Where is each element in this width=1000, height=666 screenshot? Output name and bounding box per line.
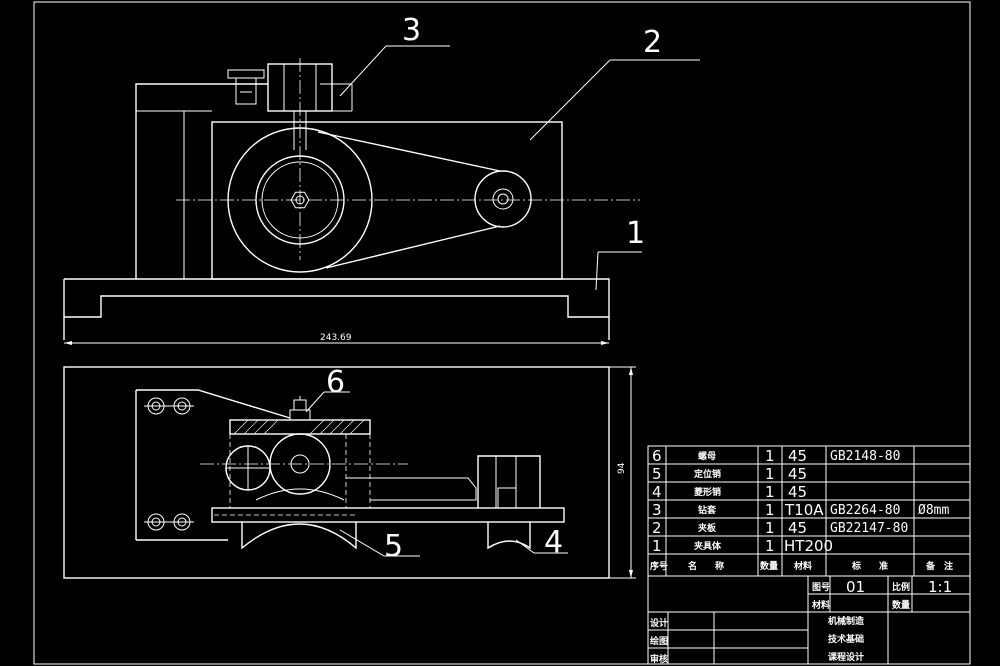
bom-mat: HT200 — [784, 537, 833, 555]
course-line-2: 技术基础 — [828, 633, 864, 645]
quantity-label: 数量 — [892, 599, 910, 611]
bom-no: 5 — [652, 465, 662, 483]
bom-std: GB22147-80 — [830, 521, 908, 536]
title-block: 图号 01 比例 1:1 材料 数量 设计 绘图 审核 机械制造 技术基础 课程… — [647, 575, 971, 665]
bom-qty: 1 — [765, 501, 775, 519]
bom-qty: 1 — [765, 447, 775, 465]
bom-header-name: 名 称 — [688, 560, 724, 572]
callouts-top: 6 5 4 — [305, 365, 568, 564]
bom-row: 2 夹板 1 45 GB22147-80 — [652, 519, 908, 537]
dim-width: 243.69 — [320, 333, 352, 343]
bom-row: 4 菱形销 1 45 — [652, 483, 807, 501]
front-view: 243.69 — [63, 58, 640, 345]
course-line-3: 课程设计 — [828, 651, 864, 663]
review-label: 审核 — [650, 653, 668, 665]
bom-row: 1 夹具体 1 HT200 — [652, 537, 833, 555]
bom-name: 夹具体 — [694, 540, 722, 552]
bom-name: 螺母 — [698, 450, 716, 462]
bom-qty: 1 — [765, 483, 775, 501]
design-label: 设计 — [650, 617, 668, 629]
drawing-border — [33, 1, 971, 665]
bom-mat: 45 — [788, 465, 807, 483]
top-view: 94 — [63, 366, 636, 579]
callout-4: 4 — [544, 525, 563, 560]
bom-qty: 1 — [765, 537, 775, 555]
drawing-no: 01 — [846, 578, 865, 596]
bom-row: 5 定位销 1 45 — [652, 465, 807, 483]
bom-name: 定位销 — [693, 468, 721, 480]
bom-std: GB2264-80 — [830, 503, 900, 518]
bom-mat: T10A — [784, 501, 824, 519]
bom-header-no: 序号 — [650, 560, 668, 572]
course-line-1: 机械制造 — [828, 615, 865, 627]
bom-row: 3 钻套 1 T10A GB2264-80 Ø8mm — [652, 501, 949, 519]
bom-mat: 45 — [788, 447, 807, 465]
bom-header-qty: 数量 — [760, 560, 778, 572]
bom-no: 4 — [652, 483, 662, 501]
bom-header-mat: 材料 — [793, 560, 812, 572]
scale-value: 1:1 — [928, 578, 952, 596]
bom-std: GB2148-80 — [830, 449, 900, 464]
bom-qty: 1 — [765, 519, 775, 537]
bom-header: 序号 名 称 数量 材料 标 准 备 注 — [650, 560, 953, 572]
callout-1: 1 — [626, 216, 645, 251]
bom-header-note: 备 注 — [925, 560, 953, 572]
bom-mat: 45 — [788, 483, 807, 501]
callout-3: 3 — [402, 13, 421, 48]
bom-name: 夹板 — [698, 522, 717, 534]
bom-no: 2 — [652, 519, 662, 537]
callout-5: 5 — [384, 529, 403, 564]
scale-label: 比例 — [892, 581, 910, 593]
bom-note: Ø8mm — [918, 503, 949, 518]
bom-row: 6 螺母 1 45 GB2148-80 — [652, 447, 900, 465]
bom-qty: 1 — [765, 465, 775, 483]
callouts-front: 1 2 3 — [339, 13, 700, 291]
draw-label: 绘图 — [650, 635, 668, 647]
bom-no: 1 — [652, 537, 662, 555]
drawing-no-label: 图号 — [812, 582, 830, 593]
material-label: 材料 — [811, 599, 830, 611]
dim-height: 94 — [617, 462, 627, 474]
callout-2: 2 — [643, 25, 662, 60]
bom-mat: 45 — [788, 519, 807, 537]
callout-6: 6 — [326, 365, 345, 400]
bom-name: 菱形销 — [694, 486, 721, 498]
bom-table: 6 螺母 1 45 GB2148-80 5 定位销 1 45 4 菱形销 1 4… — [647, 445, 971, 577]
bom-no: 6 — [652, 447, 662, 465]
bom-no: 3 — [652, 501, 662, 519]
bom-name: 钻套 — [698, 504, 717, 516]
bom-header-std: 标 准 — [851, 560, 888, 572]
